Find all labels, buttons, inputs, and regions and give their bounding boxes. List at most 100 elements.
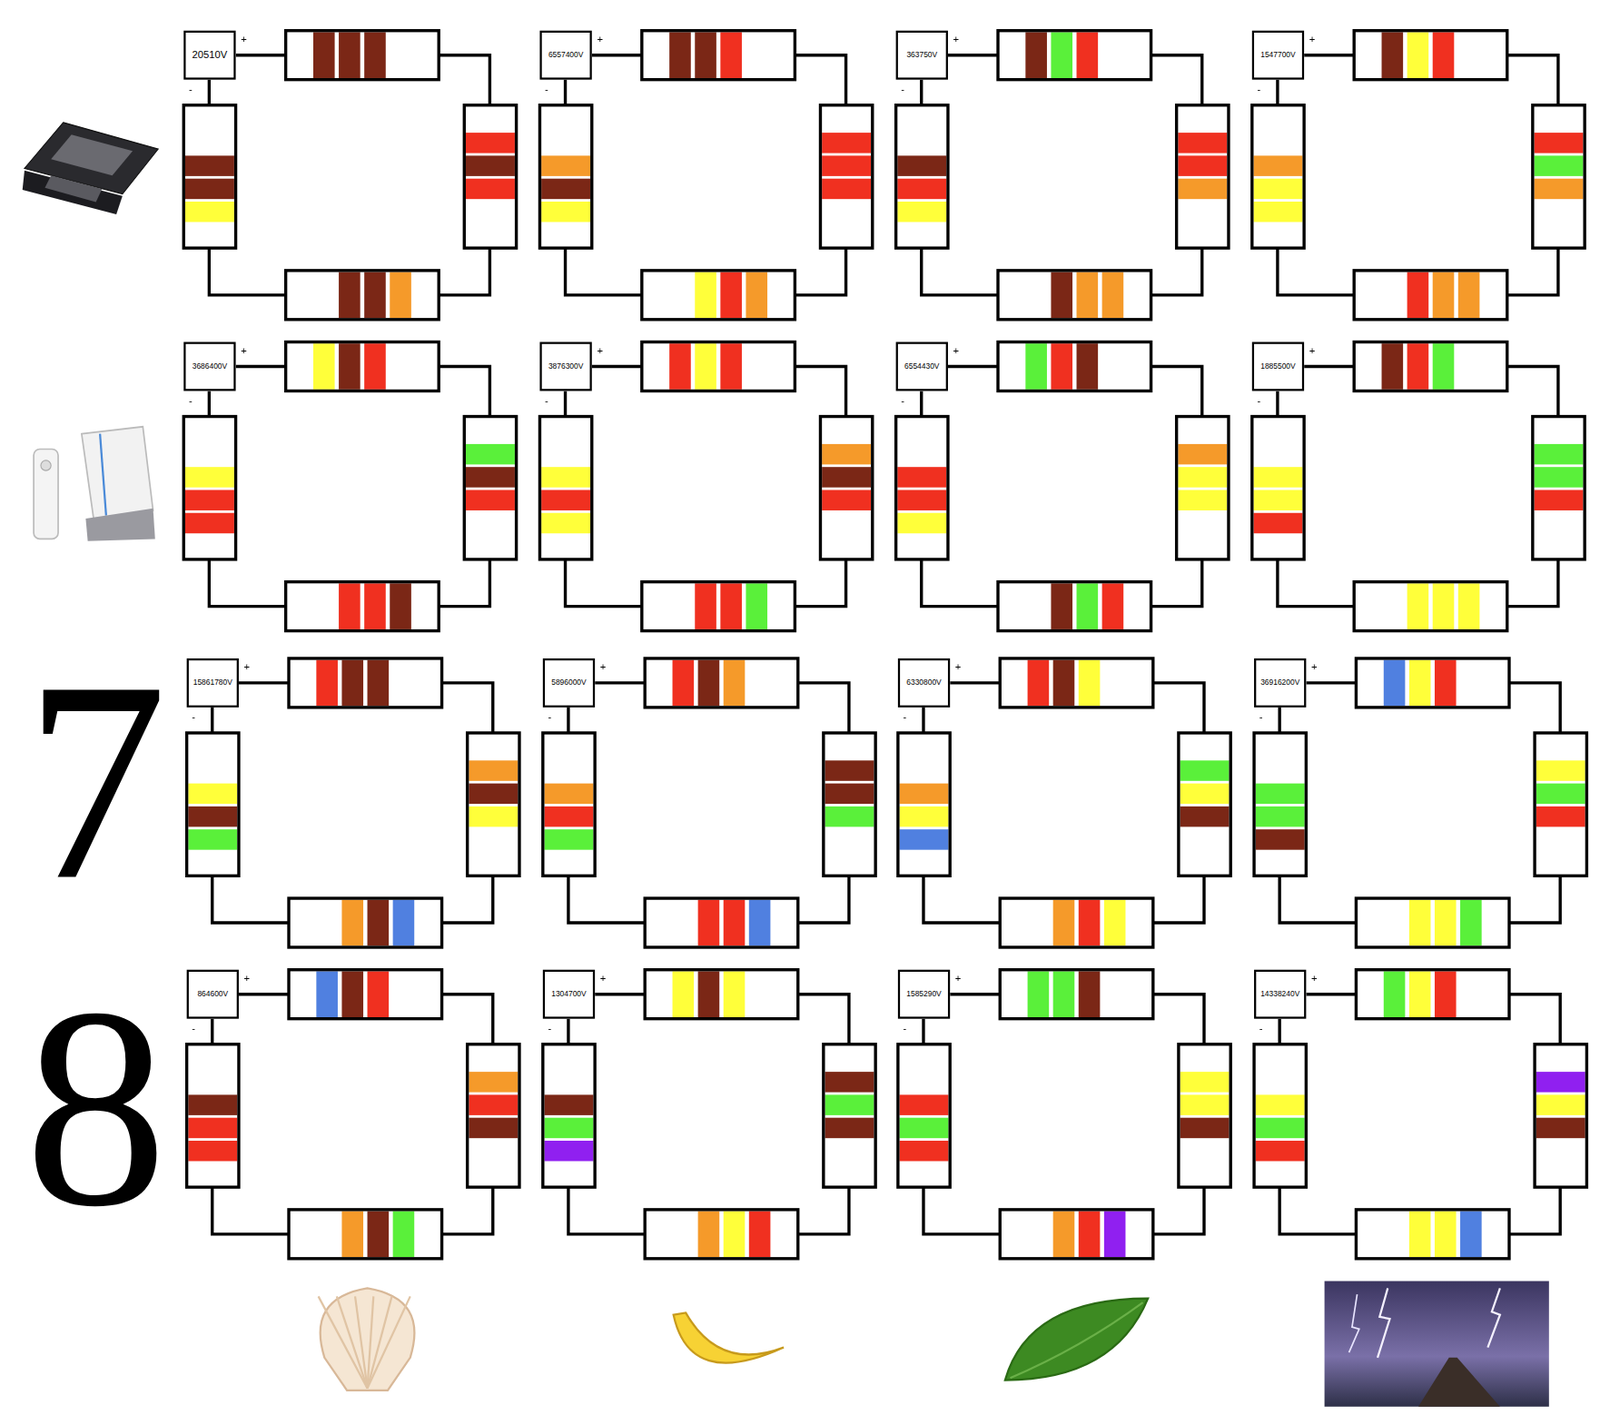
voltage-source: 1304700V xyxy=(543,969,595,1019)
color-band xyxy=(389,272,412,319)
color-band xyxy=(1076,31,1099,79)
voltage-value: 3686400V xyxy=(192,362,228,370)
resistor-body xyxy=(641,270,796,320)
wire xyxy=(208,559,286,607)
resistor-body xyxy=(896,105,949,248)
wire xyxy=(563,79,567,106)
resistor-symbol xyxy=(1355,898,1510,948)
wire xyxy=(438,55,490,106)
voltage-source: 1885500V xyxy=(1252,342,1304,392)
wire xyxy=(568,1186,645,1235)
resistor-symbol xyxy=(1178,1044,1231,1187)
resistor-symbol xyxy=(467,732,520,876)
color-band xyxy=(1180,783,1230,804)
resistor-symbol xyxy=(1532,416,1585,560)
resistor-symbol xyxy=(1176,105,1229,248)
wire xyxy=(1151,55,1203,106)
color-band xyxy=(1253,155,1303,176)
row-number: 7 xyxy=(24,637,168,924)
resistor-body xyxy=(288,1209,443,1259)
color-band xyxy=(338,582,361,630)
resistor-body xyxy=(1252,416,1304,560)
color-band xyxy=(468,1117,518,1138)
resistor-symbol xyxy=(288,658,443,708)
color-band xyxy=(313,343,336,390)
resistor-symbol xyxy=(898,732,950,876)
color-band xyxy=(1434,970,1457,1018)
color-band xyxy=(1534,155,1584,176)
resistor-symbol xyxy=(183,416,236,560)
voltage-value: 6554430V xyxy=(904,362,939,370)
color-band xyxy=(694,343,717,390)
resistor-body xyxy=(1355,1209,1510,1259)
wire xyxy=(565,559,642,607)
color-band xyxy=(1255,1094,1305,1115)
voltage-value: 1585290V xyxy=(906,989,941,998)
wire xyxy=(919,390,923,416)
shell-rib xyxy=(355,1295,367,1388)
resistor-symbol xyxy=(539,416,592,560)
wire xyxy=(923,1186,1000,1235)
shell-rib xyxy=(367,1295,411,1388)
wire xyxy=(1277,707,1281,733)
polarity-sign: - xyxy=(188,84,193,95)
pier xyxy=(1418,1357,1501,1407)
wire xyxy=(207,79,211,106)
color-band xyxy=(364,272,386,319)
color-band xyxy=(897,513,947,534)
color-band xyxy=(468,760,518,781)
resistor-body xyxy=(641,342,796,392)
polarity-sign: + xyxy=(244,661,251,672)
color-band xyxy=(1434,899,1457,947)
color-band xyxy=(1534,466,1584,487)
resistor-symbol xyxy=(641,342,796,392)
color-band xyxy=(541,513,591,534)
color-band xyxy=(825,783,875,804)
color-band xyxy=(468,783,518,804)
color-band xyxy=(541,466,591,487)
resistor-body xyxy=(644,1209,799,1259)
console-body xyxy=(81,426,154,521)
leaf-vein xyxy=(1009,1302,1143,1378)
resistor-symbol xyxy=(644,1209,799,1259)
console-base xyxy=(22,170,123,215)
wire xyxy=(210,1018,214,1045)
color-band xyxy=(1177,466,1227,487)
polarity-sign: - xyxy=(188,395,193,406)
wire xyxy=(949,992,1000,996)
wire xyxy=(1275,390,1279,416)
resistor-symbol xyxy=(1176,416,1229,560)
color-band xyxy=(1534,489,1584,510)
polarity-sign: + xyxy=(1309,34,1316,45)
color-band xyxy=(1078,970,1101,1018)
color-band xyxy=(1053,660,1076,707)
voltage-source: 15861780V xyxy=(187,658,239,708)
wire xyxy=(438,559,490,607)
wire xyxy=(566,707,570,733)
voltage-source: 20510V xyxy=(183,30,236,80)
polarity-sign: - xyxy=(547,1023,552,1034)
color-band xyxy=(897,178,947,199)
voltage-source: 6554430V xyxy=(896,342,949,392)
color-band xyxy=(185,178,235,199)
resistor-symbol xyxy=(543,732,595,876)
color-band xyxy=(1180,760,1230,781)
resistor-symbol xyxy=(183,105,236,248)
color-band xyxy=(1102,272,1125,319)
voltage-source: 3876300V xyxy=(539,342,592,392)
storm-photo xyxy=(1324,1281,1550,1407)
resistor-symbol xyxy=(543,1044,595,1187)
color-band xyxy=(465,155,515,176)
color-band xyxy=(1536,1071,1586,1092)
color-band xyxy=(694,272,717,319)
color-band xyxy=(821,466,871,487)
color-band xyxy=(341,660,364,707)
resistor-symbol xyxy=(997,270,1152,320)
color-band xyxy=(185,466,235,487)
color-band xyxy=(1534,178,1584,199)
color-band xyxy=(1255,1117,1305,1138)
voltage-source: 5896000V xyxy=(543,658,595,708)
color-band xyxy=(1407,343,1430,390)
resistor-body xyxy=(1353,582,1508,632)
resistor-symbol xyxy=(823,1044,876,1187)
